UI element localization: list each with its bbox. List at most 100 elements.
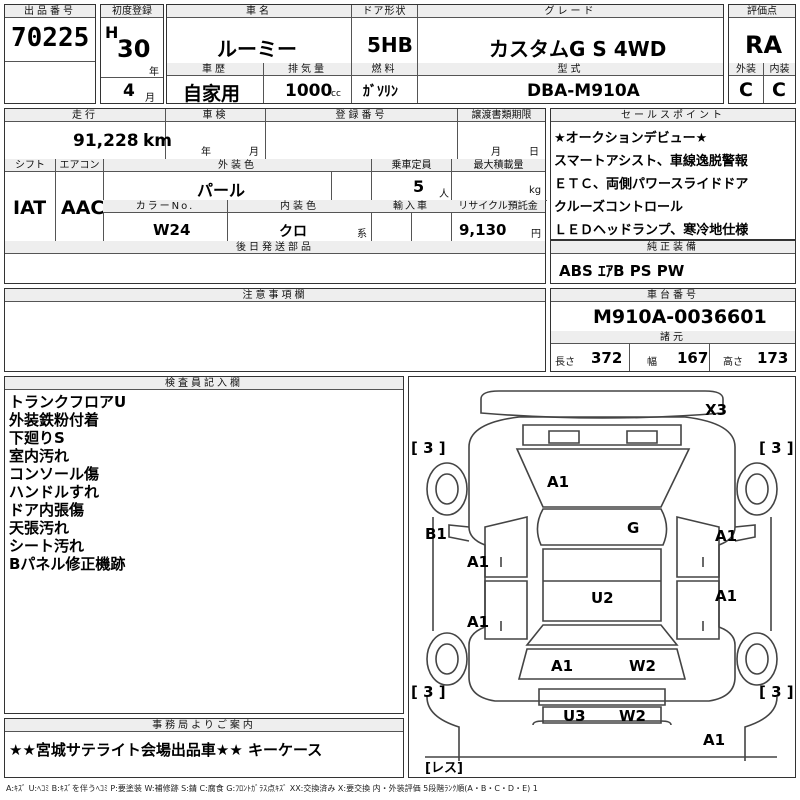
reg-month: 4	[123, 81, 135, 101]
notes-box: 注意事項欄	[4, 288, 546, 372]
inspector-note: 外装鉄粉付着	[9, 411, 100, 429]
inspector-note: コンソール傷	[9, 465, 100, 483]
damage-mark: B1	[425, 525, 447, 543]
chassis-number: M910A-0036601	[593, 306, 767, 328]
ac-label: エアコン	[55, 159, 103, 172]
car-diagram: X3 A1 G B1 A1 A1 U2 A1 A1 A1 W2 U3 W2 A1…	[408, 376, 796, 778]
fuel: ｶﾞｿﾘﾝ	[363, 84, 398, 100]
grade: カスタムG S 4WD	[489, 37, 667, 61]
mileage-label: 走行	[5, 109, 165, 122]
height-label: 高さ	[723, 357, 743, 368]
length-value: 372	[591, 349, 623, 367]
year-unit: 年	[149, 67, 159, 78]
damage-mark: A1	[715, 527, 738, 545]
disp-label: 排気量	[263, 63, 351, 76]
inspector-note: 天張汚れ	[9, 519, 70, 537]
rating-box: 評価点 RA 外装 内装 C C	[728, 4, 796, 104]
damage-mark: A1	[715, 587, 738, 605]
lot-no: 70225	[11, 23, 90, 53]
interior-color: クロ	[279, 224, 307, 240]
capacity-unit: 人	[439, 189, 449, 200]
inspector-note: ハンドルすれ	[9, 483, 100, 501]
inspector-note: Bパネル修正機跡	[9, 555, 126, 573]
tire-tread: [ 3 ]	[411, 439, 446, 457]
color-label: 外装色	[103, 159, 371, 172]
equipment-label: 純正装備	[551, 241, 795, 254]
sales-point-line: ＬＥＤヘッドランプ、寒冷地仕様	[554, 223, 749, 238]
displacement: 1000	[285, 81, 333, 101]
ext-grade: C	[739, 79, 753, 101]
door-type: 5HB	[367, 33, 413, 57]
inspector-note: 室内汚れ	[9, 447, 70, 465]
int-grade: C	[772, 79, 786, 101]
mileage-unit: km	[143, 131, 173, 151]
car-history: 自家用	[183, 83, 241, 105]
damage-mark: A1	[467, 613, 490, 631]
ext-label: 外装	[729, 63, 763, 76]
door-label: ドア形状	[351, 5, 417, 18]
mileage: 91,228	[73, 131, 139, 151]
car-name: ルーミー	[217, 37, 297, 61]
damage-mark: A1	[703, 731, 726, 749]
month-unit: 月	[145, 93, 155, 104]
inspector-label: 検査員記入欄	[5, 377, 403, 390]
tire-tread: [ 3 ]	[759, 439, 794, 457]
recycle-unit: 円	[531, 229, 541, 240]
history-label: 車歴	[167, 63, 263, 76]
height-value: 173	[757, 349, 789, 367]
recycle-label: リサイクル預託金	[451, 200, 545, 213]
insp-month-unit: 月	[249, 147, 259, 158]
model-code: DBA-M910A	[527, 81, 640, 101]
damage-mark: G	[627, 519, 640, 537]
tire-tread: [ 3 ]	[411, 683, 446, 701]
car-header-box: 車名 ドア形状 グレード ルーミー 5HB カスタムG S 4WD 車歴 排気量…	[166, 4, 724, 105]
transfer-label: 譲渡書類期限	[457, 109, 545, 122]
inspector-note: 下廻りS	[9, 429, 65, 447]
inspector-note: シート汚れ	[9, 537, 85, 555]
sales-point-line: ＥＴＣ、両側パワースライドドア	[554, 177, 749, 192]
era: H	[105, 23, 119, 42]
damage-mark: U2	[591, 589, 614, 607]
later-parts-label: 後日発送部品	[5, 241, 545, 254]
damage-mark: U3	[563, 707, 586, 725]
lot-no-label: 出品番号	[5, 5, 95, 18]
first-reg-label: 初度登録	[101, 5, 163, 18]
colorno-label: カラーNo.	[103, 200, 227, 213]
rating-label: 評価点	[729, 5, 795, 18]
shift-label: シフト	[5, 159, 55, 172]
lot-box: 出品番号 70225	[4, 4, 96, 104]
inspection-label: 車検	[165, 109, 265, 122]
rating: RA	[745, 31, 783, 59]
intcolor-unit: 系	[357, 229, 367, 240]
capacity: 5	[413, 177, 425, 196]
inspector-note: トランクフロアU	[9, 393, 127, 411]
model-label: 型式	[417, 63, 723, 76]
spare-tire: [レス]	[425, 761, 463, 776]
reg-year: 30	[117, 35, 151, 63]
inspector-note: ドア内張傷	[9, 501, 85, 519]
car-name-label: 車名	[167, 5, 351, 18]
spec-label: 諸元	[551, 331, 795, 344]
inspector-notes: トランクフロアU 外装鉄粉付着 下廻りS 室内汚れ コンソール傷 ハンドルすれ …	[9, 393, 126, 573]
damage-mark: W2	[629, 657, 656, 675]
capacity-label: 乗車定員	[371, 159, 451, 172]
equipment-value: ABS ｴｱB PS PW	[559, 262, 685, 280]
sales-point-line: スマートアシスト、車線逸脱警報	[554, 154, 748, 169]
disp-unit: cc	[331, 89, 341, 99]
damage-mark: A1	[547, 473, 570, 491]
tire-tread: [ 3 ]	[759, 683, 794, 701]
sales-point-label: セールスポイント	[551, 109, 795, 122]
reg-number-label: 登録番号	[265, 109, 457, 122]
int-label: 内装	[763, 63, 795, 76]
sales-point-line: ★オークションデビュー★	[554, 131, 708, 146]
sales-point-line: クルーズコントロール	[554, 200, 683, 215]
import-label: 輸入車	[371, 200, 451, 213]
grade-label: グレード	[417, 5, 723, 18]
chassis-box: 車台番号 M910A-0036601 諸元 長さ 372 幅 167 高さ 17…	[550, 288, 796, 372]
intcolor-label: 内装色	[227, 200, 371, 213]
transfer-month-unit: 月	[491, 147, 501, 158]
office-note: ★★宮城サテライト会場出品車★★ キーケース	[9, 741, 323, 759]
details-box: 走行 車検 登録番号 譲渡書類期限 91,228 km 年 月 月 日 シフト …	[4, 108, 547, 284]
load-unit: kg	[529, 185, 542, 196]
damage-mark: A1	[467, 553, 490, 571]
